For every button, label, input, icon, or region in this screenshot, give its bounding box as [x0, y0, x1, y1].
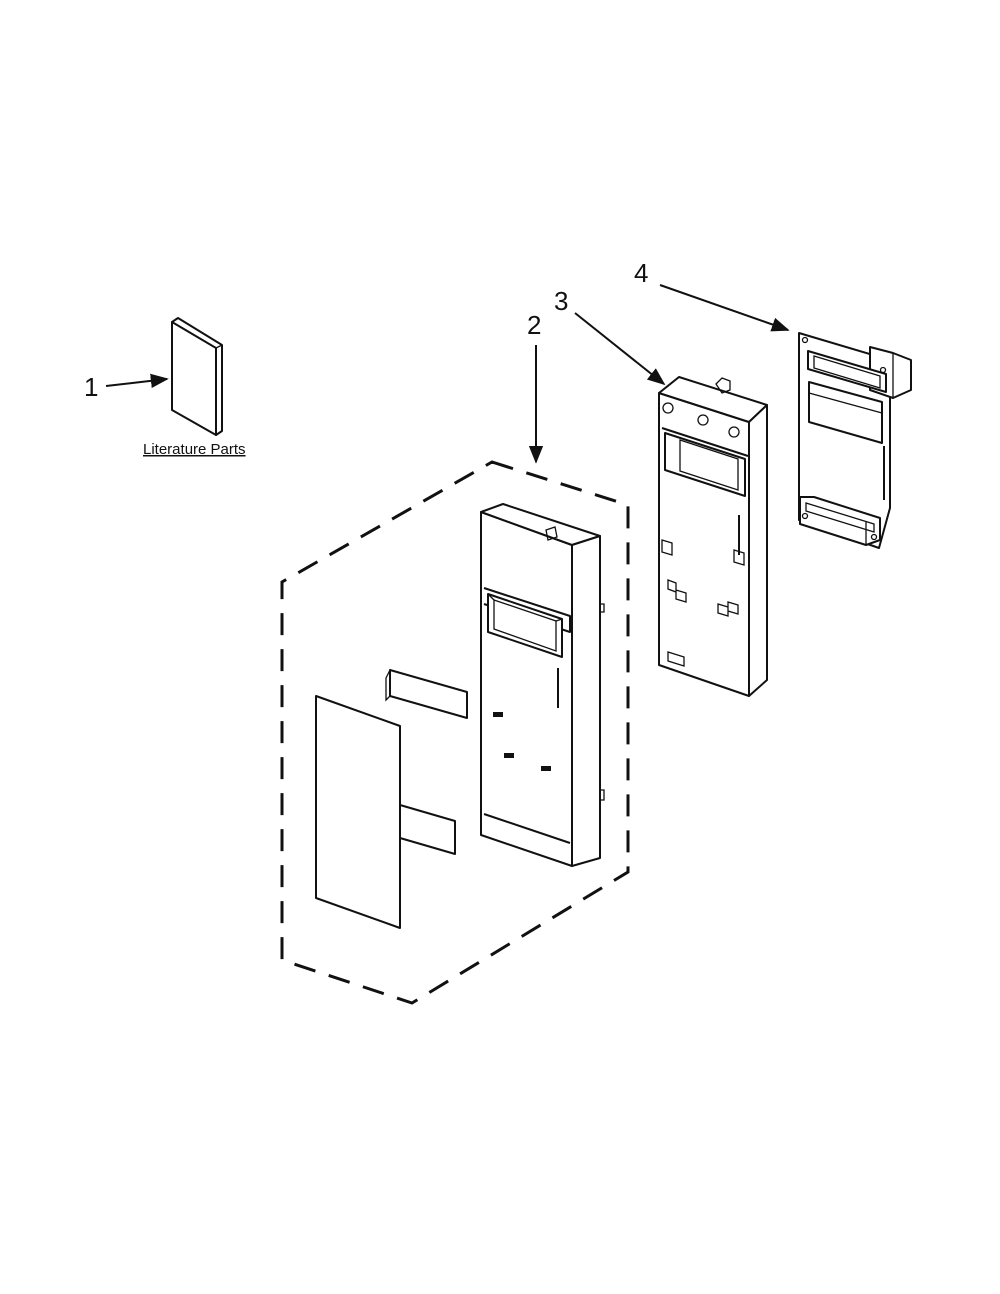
control-panel-frame [480, 503, 605, 867]
callout-4-arrow [659, 284, 790, 332]
callout-1-arrow [105, 373, 169, 388]
label-plate [399, 804, 456, 855]
assembly-boundary [280, 460, 630, 1005]
literature-parts-label: Literature Parts [143, 441, 246, 458]
overlay-panel [315, 695, 401, 929]
callout-2: 2 [527, 310, 541, 340]
callout-4: 4 [634, 258, 648, 288]
callout-3-arrow [574, 312, 666, 386]
callout-1: 1 [84, 372, 98, 402]
small-plate [389, 669, 468, 719]
control-board [798, 332, 912, 549]
control-panel-housing [658, 376, 768, 697]
callout-3: 3 [554, 286, 568, 316]
literature-booklet [171, 317, 223, 436]
